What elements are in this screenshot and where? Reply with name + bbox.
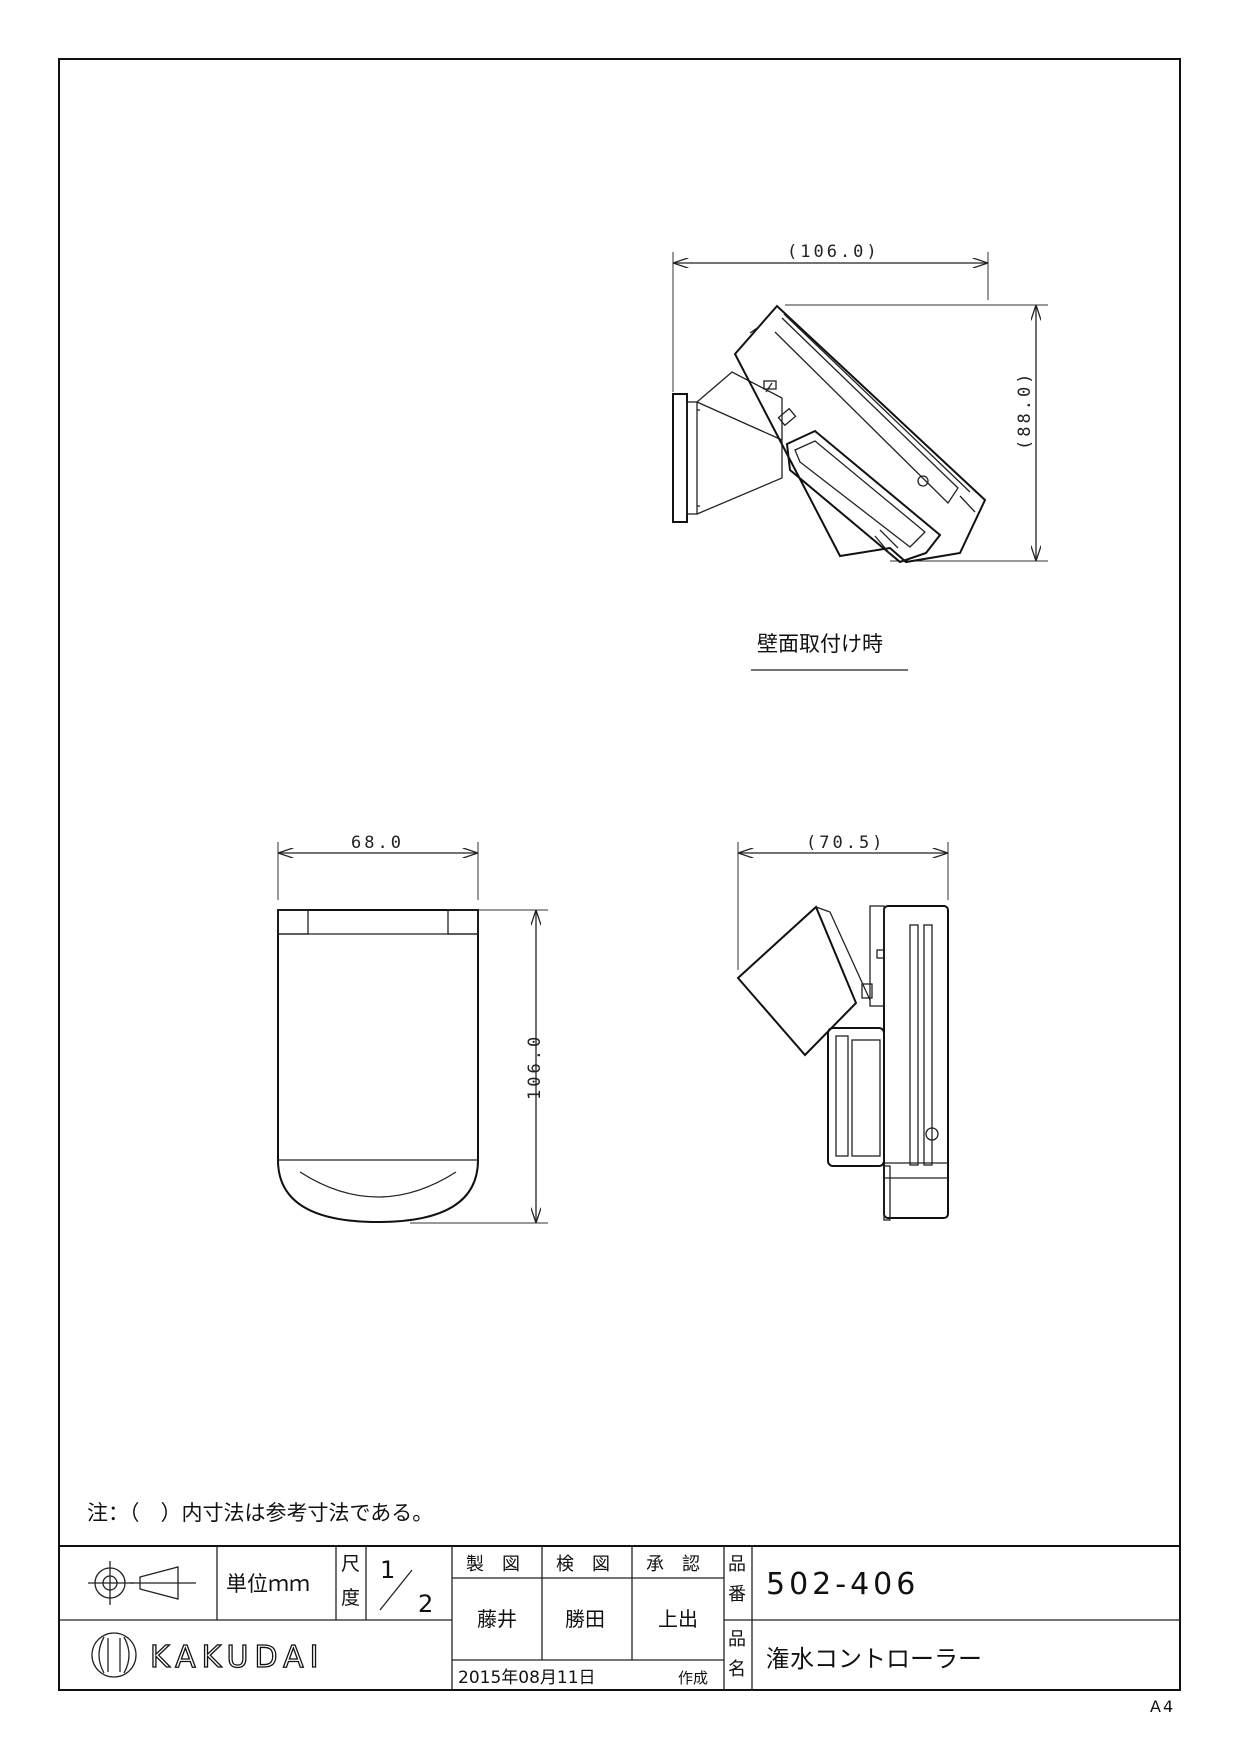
- part-no-label-2: 番: [728, 1584, 746, 1605]
- kakudai-logo: KAKUDAI: [91, 1632, 324, 1678]
- paper-size: A4: [1150, 1697, 1175, 1716]
- title-block: 単位ｍｍ 尺 度 1 2 製 図 検 図 承 認 藤井 勝田 上出 2015年0…: [59, 1545, 1180, 1690]
- front-view: 68.0 106.0: [277, 833, 548, 1224]
- front-view-height-dim: 106.0: [525, 1034, 545, 1100]
- scale-numerator: 1: [380, 1556, 395, 1584]
- company-wordmark: KAKUDAI: [150, 1640, 324, 1675]
- front-view-width-dim: 68.0: [351, 833, 404, 853]
- part-name: 潅水コントローラー: [766, 1645, 982, 1673]
- top-view-width-dim: (106.0): [787, 242, 880, 262]
- col-checked: 検 図: [556, 1554, 610, 1575]
- third-angle-projection-icon: [88, 1561, 196, 1605]
- part-number: 502-406: [766, 1567, 919, 1602]
- scale-denominator: 2: [418, 1590, 433, 1618]
- unit-label: 単位ｍｍ: [226, 1572, 310, 1596]
- col-approved: 承 認: [646, 1554, 700, 1575]
- name-drawn: 藤井: [477, 1607, 517, 1631]
- col-drawn: 製 図: [466, 1554, 520, 1575]
- date: 2015年08月11日: [458, 1668, 596, 1688]
- part-no-label-1: 品: [728, 1554, 746, 1575]
- side-view-width-dim: (70.5): [806, 833, 885, 853]
- sheet-border: [58, 58, 1181, 1691]
- scale-label-2: 度: [341, 1587, 360, 1609]
- top-view-height-dim: (88.0): [1015, 371, 1035, 450]
- part-name-label-2: 名: [728, 1659, 746, 1680]
- drawing-note: 注：（ ）内寸法は参考寸法である。: [87, 1501, 433, 1525]
- side-view: (70.5): [736, 833, 949, 1221]
- top-view: (106.0) (88.0) 壁面取付け時: [672, 242, 1048, 671]
- name-checked: 勝田: [565, 1607, 605, 1631]
- top-view-caption: 壁面取付け時: [757, 632, 883, 656]
- scale-label-1: 尺: [341, 1553, 360, 1575]
- name-approved: 上出: [658, 1607, 698, 1631]
- part-name-label-1: 品: [728, 1629, 746, 1650]
- date-suffix: 作成: [678, 1669, 708, 1687]
